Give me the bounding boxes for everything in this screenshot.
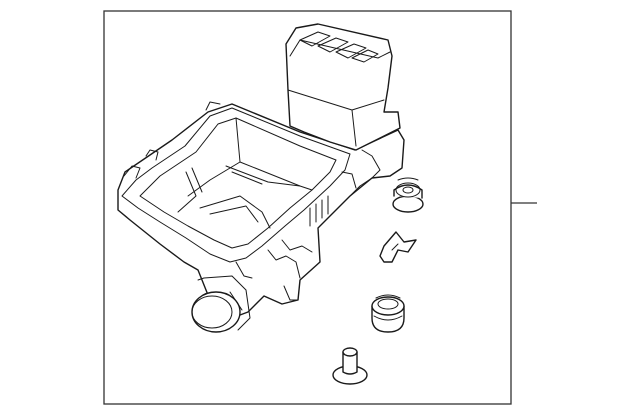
air-cleaner-housing-icon: [117, 23, 405, 333]
insulator-icon: [371, 294, 405, 333]
grommet-icon: [392, 177, 424, 213]
pin-icon: [332, 347, 368, 385]
clip-icon: [379, 231, 417, 263]
diagram-frame: [103, 10, 512, 405]
